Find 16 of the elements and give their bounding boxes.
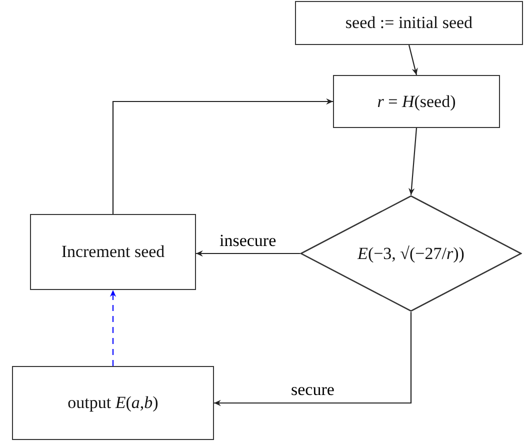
arrow xyxy=(112,98,333,214)
process-box xyxy=(30,214,196,290)
node-text: seed := initial seed xyxy=(345,13,473,33)
arrow xyxy=(408,128,418,196)
process-box xyxy=(295,1,523,45)
node-text: output E(a,b) xyxy=(68,393,158,413)
arrow xyxy=(196,250,300,257)
output-box xyxy=(12,366,214,440)
node-text: E(−3, √(−27/r)) xyxy=(358,244,464,264)
decision-diamond xyxy=(300,195,522,312)
arrow xyxy=(408,44,418,76)
node-text: r = H(seed) xyxy=(377,92,456,112)
process-box xyxy=(333,75,500,128)
node-text: Increment seed xyxy=(61,242,165,262)
arrow xyxy=(110,290,116,366)
arrow xyxy=(214,312,412,406)
